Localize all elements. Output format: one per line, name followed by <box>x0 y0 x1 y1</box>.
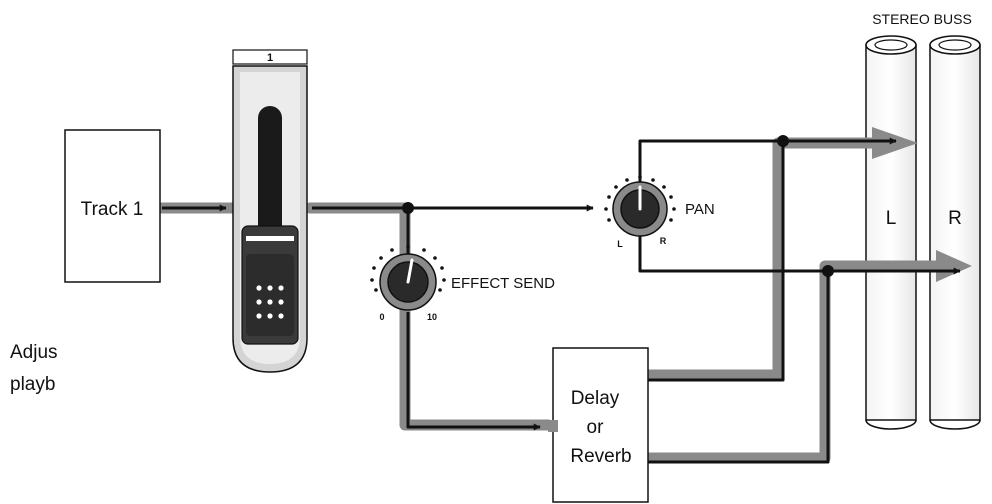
effect-processor-box <box>552 347 649 503</box>
stereo-buss-left-tube <box>865 35 917 430</box>
send-max-label: 10 <box>427 312 437 322</box>
effect-label-line3: Reverb <box>570 446 631 467</box>
effect-label-line2: or <box>587 417 605 438</box>
effect-input-stub <box>548 420 558 432</box>
stereo-buss-title: STEREO BUSS <box>872 11 972 27</box>
fader-number: 1 <box>267 52 273 64</box>
pan-left-label: L <box>617 239 623 249</box>
signal-path-black <box>162 137 961 464</box>
caption-line-1: Adjus <box>10 342 58 363</box>
pan-label: PAN <box>685 201 715 218</box>
track-label: Track 1 <box>81 199 144 220</box>
buss-left-label: L <box>886 208 897 229</box>
track-box <box>64 129 161 283</box>
caption-line-2: playb <box>10 374 56 395</box>
pan-right-label: R <box>660 236 667 246</box>
effect-label-line1: Delay <box>571 388 620 409</box>
buss-right-label: R <box>948 208 962 229</box>
stereo-buss-right-tube <box>929 35 981 430</box>
junction-dot <box>402 202 414 214</box>
channel-fader: 1 <box>232 49 308 373</box>
junction-dot <box>777 135 789 147</box>
effect-send-knob[interactable] <box>370 245 446 311</box>
pan-knob[interactable] <box>604 175 676 237</box>
send-min-label: 0 <box>379 312 384 322</box>
effect-send-label: EFFECT SEND <box>451 275 555 292</box>
junction-dot <box>822 265 834 277</box>
arrowhead-gray-right <box>936 250 972 282</box>
